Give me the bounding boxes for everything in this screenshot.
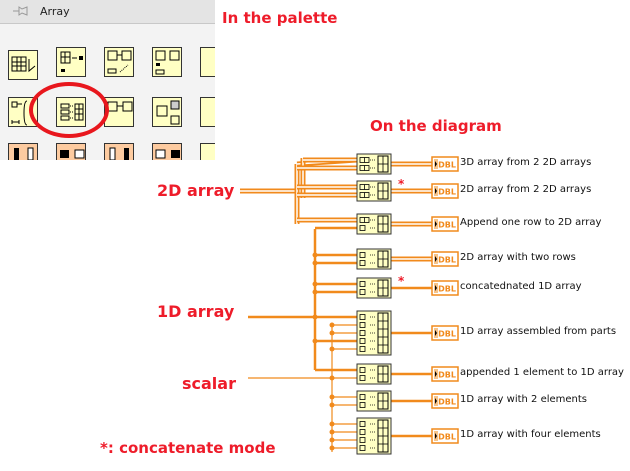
wire-junction (312, 260, 318, 266)
build-array-node (356, 180, 392, 202)
input-label-scalar: scalar (182, 374, 236, 393)
dbl-indicator: DBL (431, 280, 459, 296)
concatenate-marker: * (398, 177, 405, 191)
output-label: 1D array assembled from parts (460, 326, 617, 337)
dbl-indicator: DBL (431, 216, 459, 232)
input-label-1d-array: 1D array (157, 302, 235, 321)
palette-title: Array (40, 5, 70, 18)
wire-junction (329, 394, 335, 400)
pin-icon[interactable] (13, 5, 29, 17)
svg-text:DBL: DBL (438, 330, 456, 339)
wire-junction (312, 338, 318, 344)
output-label: 1D array with four elements (460, 429, 601, 440)
output-label: 2D array from 2 2D arrays (460, 184, 592, 195)
dbl-indicator: DBL (431, 251, 459, 267)
wire-junction (329, 402, 335, 408)
dbl-indicator: DBL (431, 428, 459, 444)
output-label: 2D array with two rows (460, 252, 576, 263)
array-size-tile[interactable] (8, 50, 38, 80)
split-array-tile[interactable] (200, 143, 215, 160)
build-array-node (356, 277, 392, 299)
transpose-array-tile[interactable] (56, 143, 86, 160)
dbl-indicator: DBL (431, 156, 459, 172)
wire-junction (312, 289, 318, 295)
wire-junction (312, 281, 318, 287)
svg-text:DBL: DBL (438, 398, 456, 407)
svg-text:DBL: DBL (438, 371, 456, 380)
input-label-2d-array: 2D array (157, 181, 235, 200)
wire-junction (329, 421, 335, 427)
wire-junction (312, 314, 318, 320)
reshape-array-tile[interactable] (200, 97, 215, 127)
wires (240, 157, 432, 452)
dbl-indicator: DBL (431, 183, 459, 199)
palette-heading: In the palette (222, 9, 338, 27)
insert-into-array-tile[interactable] (152, 47, 182, 77)
svg-text:DBL: DBL (438, 188, 456, 197)
wire-junction (312, 252, 318, 258)
delete-from-array-tile[interactable] (200, 47, 215, 77)
sort-array-tile[interactable] (8, 143, 38, 160)
build-array-nodes (356, 153, 392, 455)
highlight-circle (29, 82, 109, 138)
svg-text:DBL: DBL (438, 433, 456, 442)
build-array-node (356, 213, 392, 235)
output-label: concatednated 1D array (460, 281, 582, 292)
build-array-node (356, 390, 392, 412)
replace-subset-tile[interactable] (104, 47, 134, 77)
wire-junction (329, 330, 335, 336)
wire-junction (329, 429, 335, 435)
build-array-node (356, 310, 392, 356)
index-array-tile[interactable] (56, 47, 86, 77)
dbl-indicator: DBL (431, 393, 459, 409)
dbl-indicator: DBL (431, 325, 459, 341)
array-max-min-tile[interactable] (152, 97, 182, 127)
output-label: 3D array from 2 2D arrays (460, 157, 592, 168)
svg-text:DBL: DBL (438, 285, 456, 294)
concatenate-marker: * (398, 274, 405, 288)
wire-junction (329, 322, 335, 328)
indicators: DBL DBL DBL DBL DBL DBL DBL DBL DBL (431, 156, 459, 444)
output-label: appended 1 element to 1D array (460, 367, 624, 378)
diagram-heading: On the diagram (370, 117, 502, 135)
reverse-array-tile[interactable] (104, 143, 134, 160)
concatenate-markers: ** (398, 177, 405, 288)
wire-junction (329, 346, 335, 352)
dbl-indicator: DBL (431, 366, 459, 382)
build-array-node (356, 153, 392, 175)
svg-text:DBL: DBL (438, 256, 456, 265)
rotate-array-tile[interactable] (152, 143, 182, 160)
array-palette: Array (0, 0, 215, 160)
output-label: Append one row to 2D array (460, 217, 602, 228)
svg-text:DBL: DBL (438, 221, 456, 230)
build-array-node (356, 248, 392, 270)
wire-junction (329, 445, 335, 451)
footnote: *: concatenate mode (100, 439, 276, 457)
output-label: 1D array with 2 elements (460, 394, 588, 405)
wire-junction (329, 437, 335, 443)
svg-text:DBL: DBL (438, 161, 456, 170)
wire-junction (329, 375, 335, 381)
build-array-node (356, 417, 392, 455)
build-array-node (356, 363, 392, 385)
palette-header: Array (0, 0, 215, 24)
